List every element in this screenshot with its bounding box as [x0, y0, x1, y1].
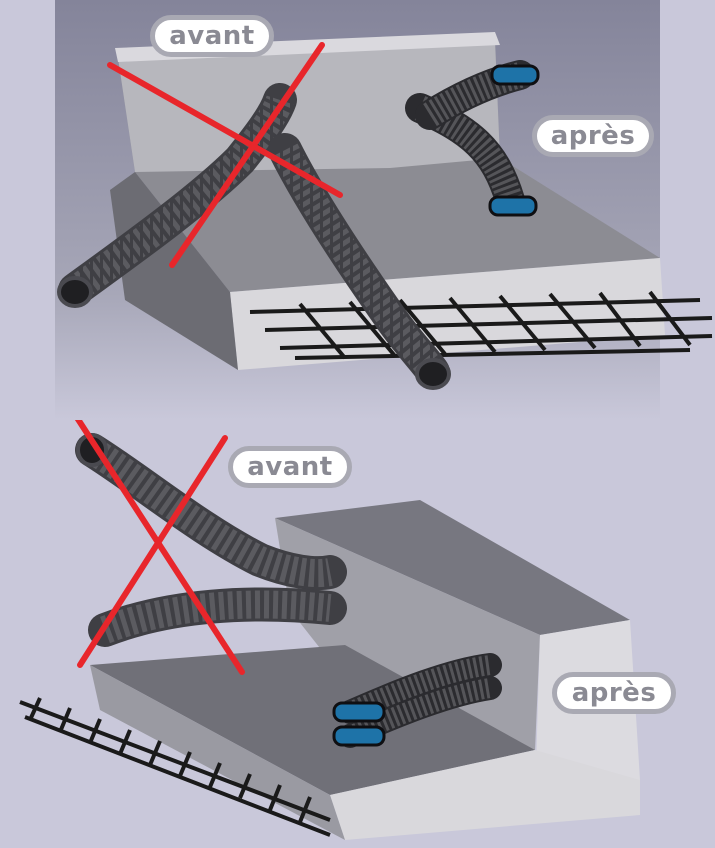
before-label-bottom: avant	[228, 446, 352, 488]
flat-tube-cap	[334, 703, 384, 721]
bottom-scene: avant après	[0, 420, 715, 848]
top-scene-illustration	[0, 0, 715, 420]
flat-tube-cap	[334, 727, 384, 745]
round-tube-1-end	[59, 278, 91, 306]
flat-tube-cap	[492, 66, 538, 84]
round-tube-2-end	[417, 360, 449, 388]
top-scene: avant après	[0, 0, 715, 420]
bottom-scene-illustration	[0, 420, 715, 848]
before-label-top: avant	[150, 15, 274, 57]
flat-tube-cap	[490, 197, 536, 215]
after-label-top: après	[532, 115, 654, 157]
after-label-bottom: après	[552, 672, 676, 714]
